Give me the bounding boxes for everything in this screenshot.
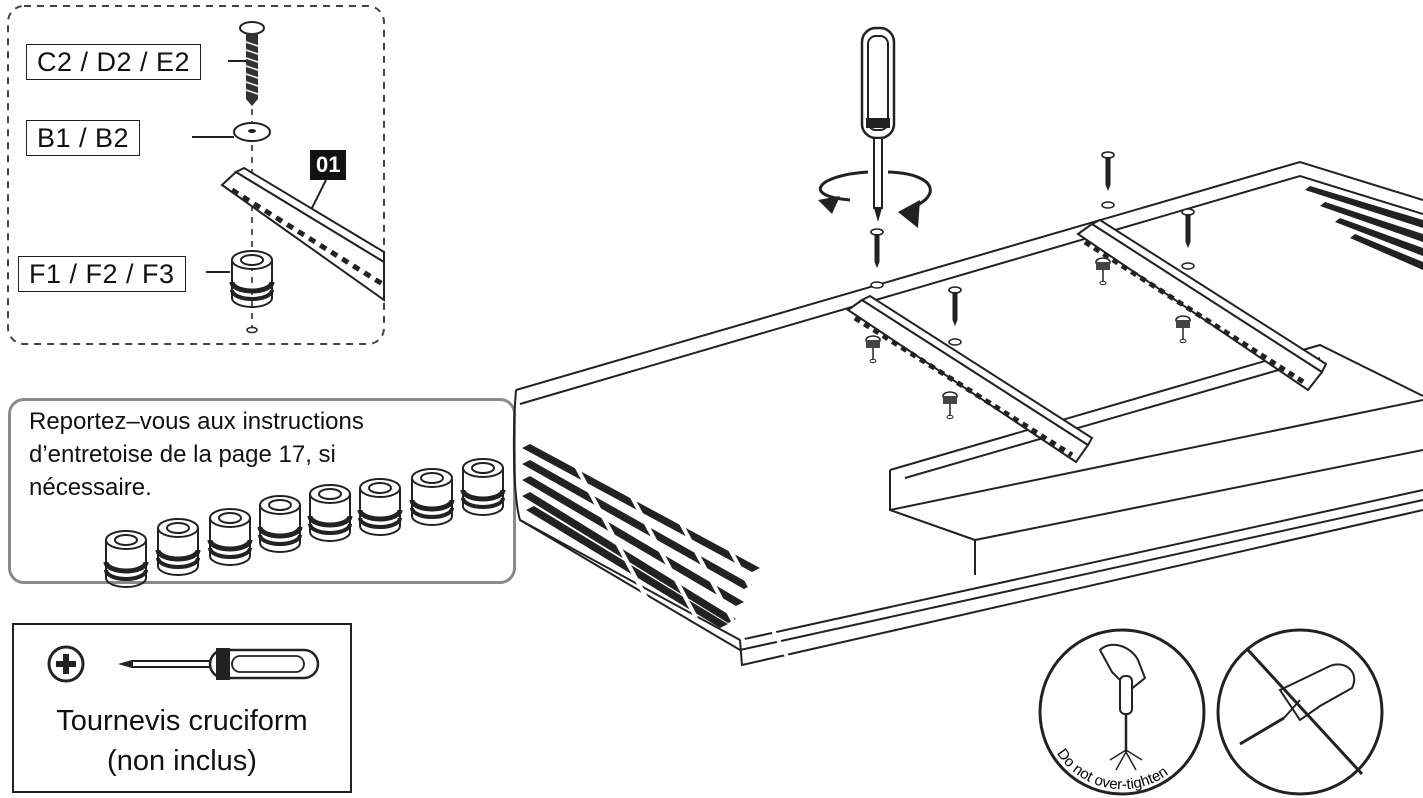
hand-screwdriver-icon [1098, 643, 1147, 771]
warning-text: Do not over-tighten [1053, 746, 1171, 794]
washer-label: B1 / B2 [26, 120, 141, 156]
mounting-bracket-right [1076, 218, 1328, 392]
screwdriver-rotating-icon [818, 26, 932, 228]
tool-name: Tournevis cruciform [56, 705, 308, 737]
mounting-bracket-left [846, 294, 1094, 464]
spacer-note-text: Reportez–vous aux instructions d’entreto… [29, 405, 364, 504]
tool-box: Tournevis cruciform (non inclus) [12, 623, 352, 793]
warning-do-not-overtighten: Do not over-tighten [1038, 628, 1206, 796]
bracket-badge: 01 [310, 150, 347, 180]
spacer-note-box: Reportez–vous aux instructions d’entreto… [8, 398, 516, 584]
spacer-label: F1 / F2 / F3 [18, 256, 186, 292]
no-power-drill-icon [1216, 628, 1384, 796]
exploded-view [192, 21, 386, 334]
spacer-note-line2: d’entretoise de la page 17, si [29, 441, 336, 468]
tv-back-panel [512, 160, 1423, 667]
tool-note: (non inclus) [107, 745, 257, 777]
vent-right [1305, 186, 1423, 270]
vent-left [522, 444, 760, 628]
screws-on-tv [865, 151, 1195, 420]
spacer-note-line1: Reportez–vous aux instructions [29, 408, 364, 435]
svg-text:Do not over-tighten: Do not over-tighten [1053, 746, 1171, 794]
spacer-note-line3: nécessaire. [29, 474, 152, 501]
screw-label: C2 / D2 / E2 [26, 44, 202, 80]
